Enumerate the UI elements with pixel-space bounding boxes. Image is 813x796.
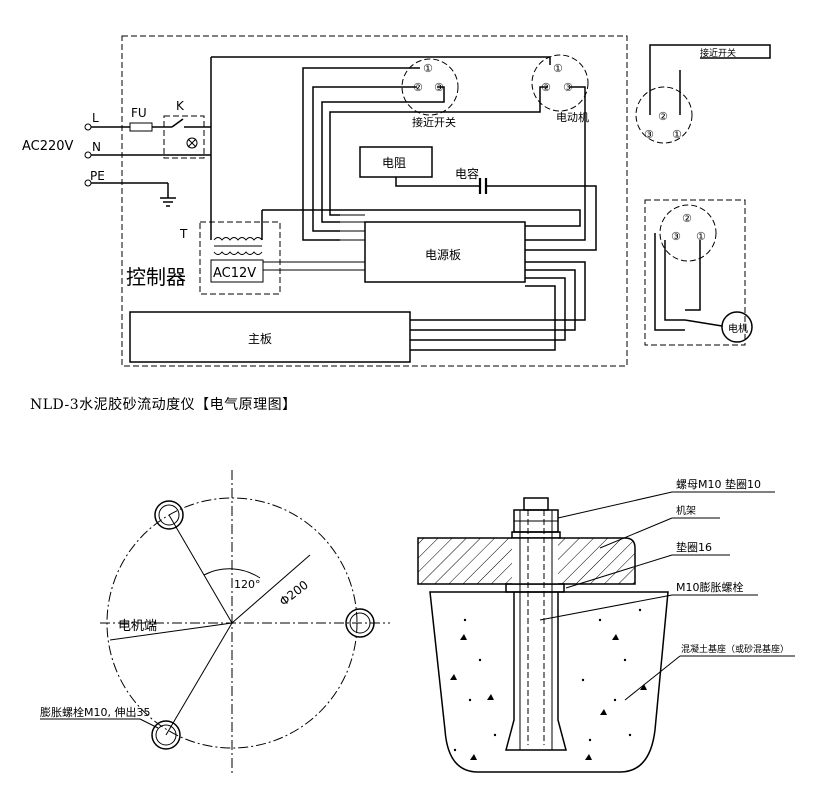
washer-16 bbox=[505, 583, 565, 593]
concrete-label: 混凝土基座（或砂混基座） bbox=[681, 643, 789, 655]
controller-enclosure bbox=[121, 35, 628, 367]
power-board-label: 电源板 bbox=[425, 248, 461, 262]
switch-lamp bbox=[186, 137, 198, 149]
side-motor-pin2: ② bbox=[682, 212, 692, 225]
pe-terminal-label: PE bbox=[90, 169, 105, 183]
l-terminal-label: L bbox=[92, 111, 99, 125]
power-board bbox=[364, 221, 526, 283]
washer-label: 垫圈16 bbox=[676, 540, 712, 554]
resistor-label: 电阻 bbox=[382, 156, 406, 170]
figure-caption: NLD-3水泥胶砂流动度仪【电气原理图】 bbox=[30, 397, 297, 413]
fuse-label: FU bbox=[131, 106, 147, 120]
frame-label: 机架 bbox=[676, 504, 696, 517]
side-prox-label: 接近开关 bbox=[700, 47, 736, 59]
prox-pin2: ② bbox=[413, 81, 423, 94]
side-motor-connector bbox=[659, 204, 717, 262]
proximity-switch-label: 接近开关 bbox=[412, 115, 456, 129]
motor-label: 电动机 bbox=[556, 110, 589, 124]
washer-10 bbox=[511, 531, 561, 539]
l-terminal bbox=[84, 123, 92, 131]
bolt-head bbox=[523, 497, 549, 511]
pe-terminal bbox=[84, 179, 92, 187]
main-board-label: 主板 bbox=[248, 332, 272, 346]
bolt-hole-top bbox=[154, 500, 184, 530]
concrete-base bbox=[429, 591, 669, 773]
ac12v-label: AC12V bbox=[213, 266, 256, 281]
transformer-box bbox=[199, 221, 281, 295]
nut-label: 螺母M10 垫圈10 bbox=[676, 477, 761, 491]
capacitor-label: 电容 bbox=[455, 166, 479, 181]
bolt-note-label: 膨胀螺栓M10, 伸出35 bbox=[40, 705, 150, 719]
bolt-label: M10膨胀螺栓 bbox=[676, 580, 744, 594]
motor-pin1: ① bbox=[553, 62, 563, 75]
expansion-sleeve bbox=[505, 592, 567, 751]
bolt-hole-right bbox=[345, 608, 375, 638]
controller-label: 控制器 bbox=[126, 265, 186, 289]
motor-end-label: 电机端 bbox=[118, 619, 157, 634]
n-terminal-label: N bbox=[92, 140, 101, 154]
section-view: 螺母M10 垫圈10 机架 垫圈16 M10膨胀螺栓 混凝土基座（或砂混基座） bbox=[417, 477, 795, 773]
side-prox-pin1: ① bbox=[672, 128, 682, 141]
concrete-speckle bbox=[450, 608, 647, 760]
side-proximity-switch bbox=[635, 86, 693, 144]
fuse bbox=[129, 122, 153, 132]
transformer-label: T bbox=[179, 227, 188, 241]
side-motor bbox=[721, 311, 753, 343]
n-terminal bbox=[84, 151, 92, 159]
side-motor-label: 电机 bbox=[728, 322, 748, 335]
main-board bbox=[129, 311, 411, 363]
proximity-switch bbox=[401, 58, 459, 116]
bolt-hole-bottom bbox=[151, 720, 181, 750]
switch-label: K bbox=[176, 99, 185, 113]
side-motor-pin1: ① bbox=[696, 230, 706, 243]
angle-label: 120° bbox=[234, 578, 261, 591]
motor-connector bbox=[531, 54, 589, 112]
mounting-plan: 120° Φ200 电机端 膨胀螺栓M10, 伸出35 bbox=[40, 470, 390, 775]
diameter-label: Φ200 bbox=[277, 578, 311, 609]
side-prox-pin2: ② bbox=[658, 110, 668, 123]
motor-pin3: ③ bbox=[563, 81, 573, 94]
prox-pin1: ① bbox=[423, 62, 433, 75]
switch-box bbox=[163, 115, 205, 159]
side-motor-pin3: ③ bbox=[671, 230, 681, 243]
side-prox-pin3: ③ bbox=[644, 128, 654, 141]
electrical-schematic: AC220V L N PE FU K T AC12V bbox=[22, 35, 771, 367]
ac220v-label: AC220V bbox=[22, 139, 74, 154]
